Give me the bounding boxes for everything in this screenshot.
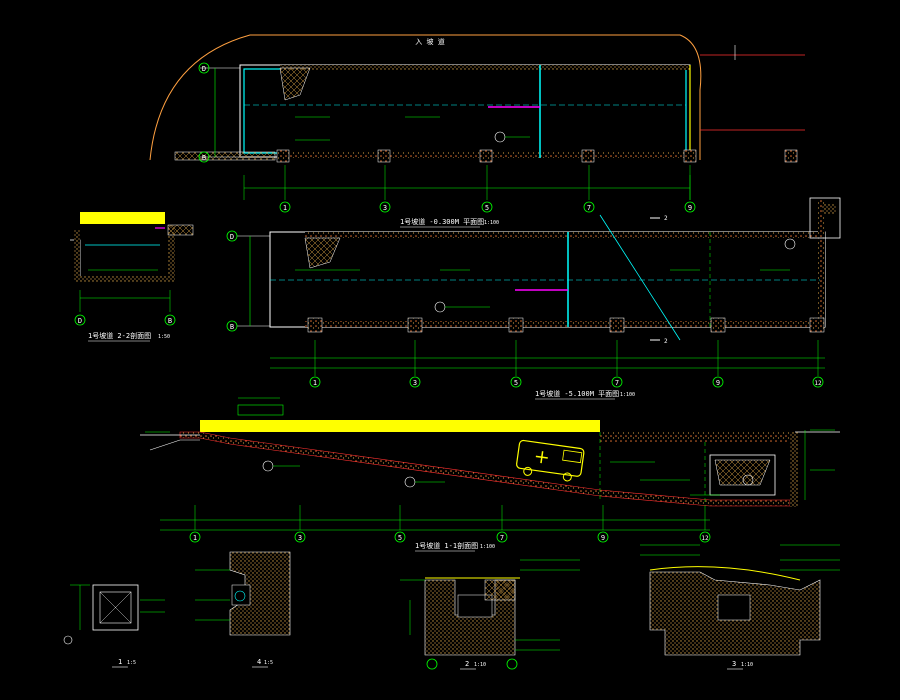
mid-plan-axis-b: B bbox=[230, 323, 234, 331]
mid-axis-7: 7 bbox=[615, 379, 619, 387]
mid-plan-scale: 1:100 bbox=[484, 220, 499, 226]
long-section-axis-bubbles: 1 3 5 7 9 12 bbox=[189, 505, 711, 543]
detail-2-label: 2 bbox=[465, 660, 469, 668]
mid-plan-title: 1号坡道 -0.300M 平面图 bbox=[400, 217, 484, 226]
underground-plan-title: 1号坡道 -5.100M 平面图 bbox=[535, 389, 619, 398]
top-plan-ramp-label: 入 坡 道 bbox=[415, 37, 444, 46]
detail-2: 2 1:10 bbox=[400, 559, 580, 670]
mid-axis-3: 3 bbox=[413, 379, 417, 387]
detail-4-label: 4 bbox=[257, 658, 261, 666]
long-section-1-1: 1 3 5 7 9 12 1号坡道 1-1剖面图 1:100 bbox=[140, 397, 840, 552]
long-axis-7: 7 bbox=[500, 534, 504, 542]
detail-2-scale: 1:10 bbox=[474, 662, 486, 668]
top-plan-view: D B 入 坡 道 1 3 5 7 9 bbox=[149, 34, 805, 213]
detail-1: 1 1:5 bbox=[63, 584, 165, 668]
underground-plan-scale: 1:100 bbox=[620, 392, 635, 398]
top-plan-axis-b: B bbox=[202, 154, 206, 162]
mid-plan-axis-d: D bbox=[230, 233, 234, 241]
left-section-2-2: D B 1号坡道 2-2剖面图 1:50 bbox=[70, 212, 194, 342]
detail-3-scale: 1:10 bbox=[741, 662, 753, 668]
long-axis-3: 3 bbox=[298, 534, 302, 542]
mid-plan-section-mark-bottom: 2 bbox=[664, 338, 668, 345]
detail-3-label: 3 bbox=[732, 660, 736, 668]
top-plan-axis-bubbles: 1 3 5 7 9 bbox=[279, 165, 696, 213]
detail-4-scale: 1:5 bbox=[264, 660, 273, 666]
long-axis-1: 1 bbox=[193, 534, 197, 542]
top-axis-9: 9 bbox=[688, 204, 692, 212]
detail-4: 4 1:5 bbox=[195, 551, 291, 668]
left-section-title: 1号坡道 2-2剖面图 bbox=[88, 331, 151, 340]
detail-3: 3 1:10 bbox=[640, 544, 840, 670]
left-section-axis-b: B bbox=[168, 317, 172, 325]
mid-axis-5: 5 bbox=[514, 379, 518, 387]
long-section-scale: 1:100 bbox=[480, 544, 495, 550]
top-axis-7: 7 bbox=[587, 204, 591, 212]
long-axis-5: 5 bbox=[398, 534, 402, 542]
detail-1-scale: 1:5 bbox=[127, 660, 136, 666]
mid-axis-1: 1 bbox=[313, 379, 317, 387]
top-plan-axis-d: D bbox=[202, 65, 206, 73]
top-axis-5: 5 bbox=[485, 204, 489, 212]
top-axis-3: 3 bbox=[383, 204, 387, 212]
long-axis-12: 12 bbox=[701, 535, 709, 542]
left-section-scale: 1:50 bbox=[158, 334, 170, 340]
ambulance-icon bbox=[516, 439, 585, 482]
long-axis-9: 9 bbox=[601, 534, 605, 542]
left-section-axis-d: D bbox=[78, 317, 82, 325]
mid-axis-9: 9 bbox=[716, 379, 720, 387]
mid-plan-axis-bubbles: 1 3 5 7 9 12 bbox=[309, 340, 824, 388]
mid-plan-view: 2 2 D B 1号坡道 -0.300M 平面图 1:100 bbox=[226, 197, 841, 400]
top-axis-1: 1 bbox=[283, 204, 287, 212]
mid-axis-12: 12 bbox=[814, 380, 822, 387]
detail-1-label: 1 bbox=[118, 658, 122, 666]
long-section-title: 1号坡道 1-1剖面图 bbox=[415, 541, 478, 550]
mid-plan-section-mark-top: 2 bbox=[664, 215, 668, 222]
